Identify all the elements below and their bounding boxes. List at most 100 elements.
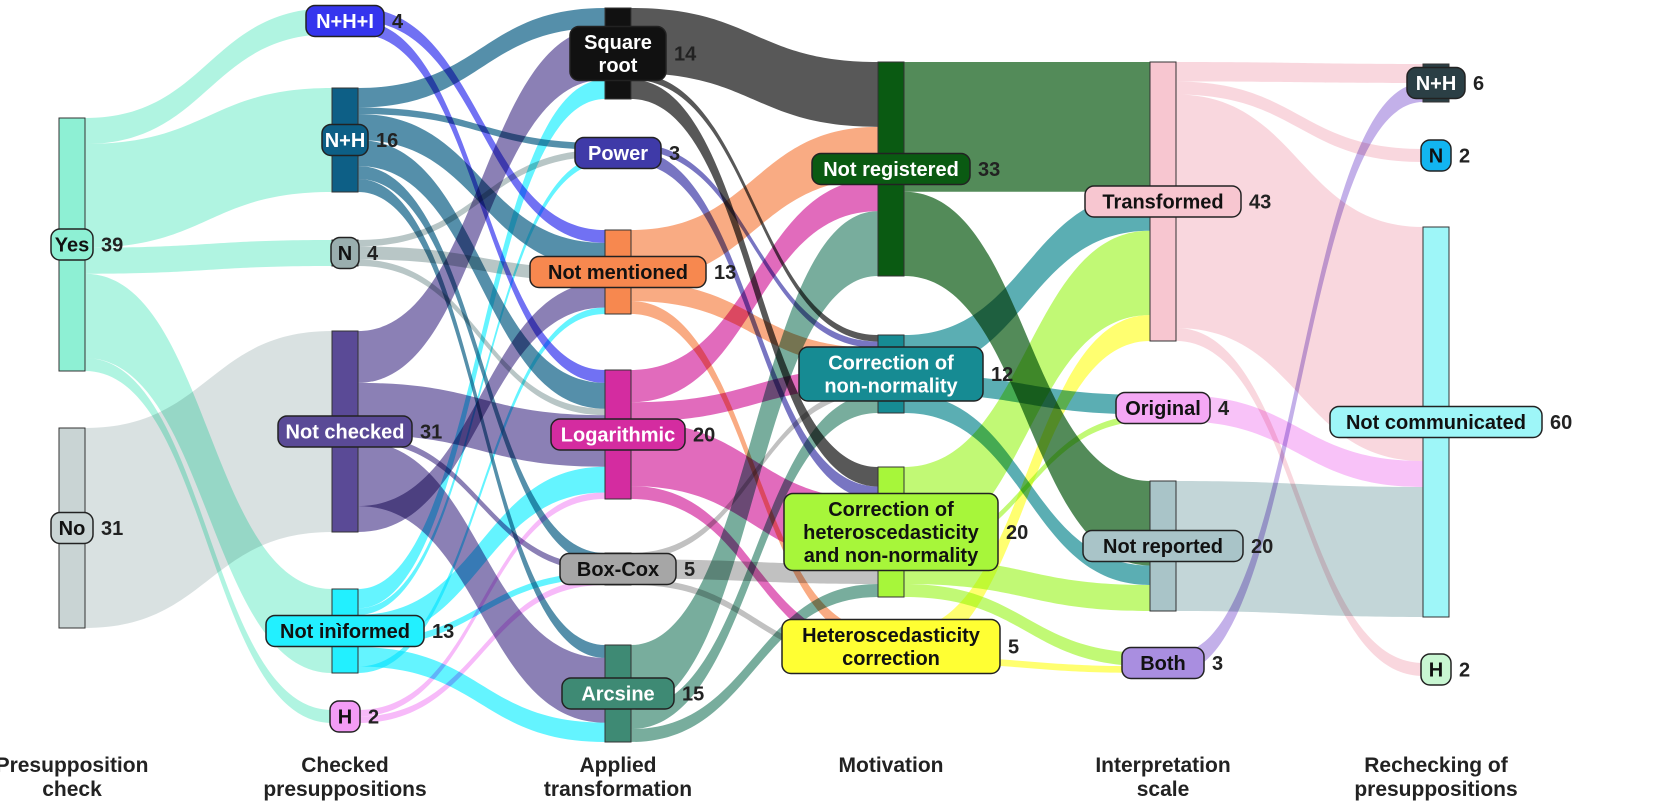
node-label-text: N+H xyxy=(325,130,366,152)
node-label-notreg[interactable]: Not registered 33 xyxy=(811,152,1000,186)
node-label-text: Yes xyxy=(55,235,89,257)
node-label-text: Not checked xyxy=(286,422,405,444)
label-box xyxy=(811,152,971,186)
node-count: 20 xyxy=(1006,522,1028,544)
label-box xyxy=(529,255,707,289)
flow-notchecked-to-log xyxy=(358,382,605,467)
node-label-text: Logarithmic xyxy=(561,425,675,447)
label-box xyxy=(277,415,413,448)
node-count: 15 xyxy=(682,684,704,706)
flow-hetcorr-to-transformed xyxy=(904,315,1150,657)
label-box xyxy=(1121,646,1205,680)
flow-sqrt-to-notreg xyxy=(631,8,878,127)
label-box xyxy=(265,614,425,648)
node-count: 13 xyxy=(432,621,454,643)
node-label-text: N xyxy=(1429,146,1443,168)
node-count: 60 xyxy=(1550,412,1572,434)
node-label-text: Both xyxy=(1140,653,1186,675)
node-count: 33 xyxy=(978,159,1000,181)
node-label-text: Transformed xyxy=(1102,192,1223,214)
flow-yes-to-nh1 xyxy=(85,88,332,248)
node-count: 31 xyxy=(101,518,123,540)
node-count: 43 xyxy=(1249,192,1271,214)
label-box xyxy=(569,25,667,82)
flow-notreported-to-notcomm xyxy=(1176,481,1423,617)
node-count: 4 xyxy=(367,243,379,265)
column-header-motivation: Motivation xyxy=(839,754,944,777)
label-box xyxy=(1084,185,1242,218)
flow-arcsine-to-corrhn xyxy=(631,584,878,742)
node-count: 4 xyxy=(392,11,404,33)
node-count: 20 xyxy=(693,425,715,447)
flow-both-to-nh5 xyxy=(1176,83,1423,673)
node-label-text: Power xyxy=(588,143,648,165)
node-label-notinformed[interactable]: Not inìformed 13 xyxy=(265,614,454,648)
flow-notchecked-to-arcsine xyxy=(358,441,605,723)
flow-notinformed-to-log xyxy=(358,466,605,641)
node-count: 3 xyxy=(1212,653,1223,675)
label-box xyxy=(1420,653,1452,686)
flow-layer xyxy=(85,8,1423,742)
flow-notinformed-to-boxcox xyxy=(358,572,605,648)
node-label-no[interactable]: No 31 xyxy=(50,511,123,545)
node-count: 14 xyxy=(674,44,697,66)
node-label-text: Not registered xyxy=(823,159,959,181)
node-label-text: Not inìformed xyxy=(280,621,410,643)
flow-corrhn-to-both xyxy=(904,584,1150,667)
node-count: 2 xyxy=(1459,146,1470,168)
flow-arcsine-to-corrnn xyxy=(631,393,878,730)
node-label-text: Not reported xyxy=(1103,536,1223,558)
flow-notinformed-to-sqrt xyxy=(358,79,605,609)
node-label-text: H xyxy=(338,707,352,729)
label-box xyxy=(305,4,385,38)
label-box xyxy=(781,618,1001,675)
flow-yes-to-n1 xyxy=(85,240,332,274)
node-label-text: No xyxy=(59,518,86,540)
node-count: 5 xyxy=(684,559,695,581)
node-label-transformed[interactable]: Transformed 43 xyxy=(1084,185,1271,218)
node-label-log[interactable]: Logarithmic 20 xyxy=(550,418,715,451)
label-box xyxy=(559,552,677,586)
node-count: 4 xyxy=(1218,398,1230,420)
flow-corrnn-to-transformed xyxy=(904,191,1150,374)
flow-corrhn-to-transformed xyxy=(904,230,1150,552)
flow-transformed-to-n5 xyxy=(1176,81,1423,162)
node-count: 2 xyxy=(368,707,379,729)
label-box xyxy=(1115,391,1211,425)
label-box xyxy=(798,346,984,402)
label-box xyxy=(561,677,675,710)
node-label-notcomm[interactable]: Not communicated 60 xyxy=(1329,405,1572,439)
label-box xyxy=(1420,139,1452,172)
label-box xyxy=(1406,66,1466,100)
node-label-both[interactable]: Both 3 xyxy=(1121,646,1223,680)
flow-notmentioned-to-corrnn xyxy=(631,281,878,368)
flow-arcsine-to-notreg xyxy=(631,211,878,710)
node-label-text: Not communicated xyxy=(1346,412,1526,434)
flow-nh1-to-log xyxy=(358,140,605,409)
